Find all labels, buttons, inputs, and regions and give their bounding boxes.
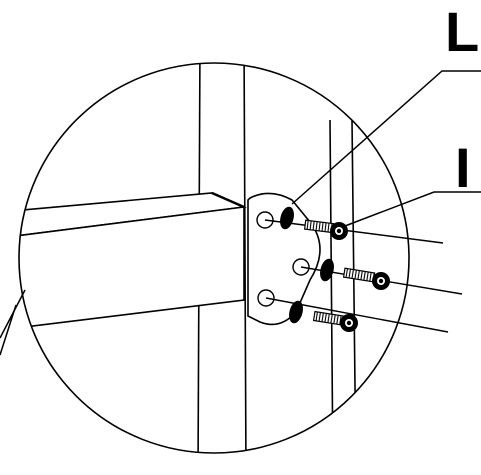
callout-label-I: I — [455, 136, 471, 199]
bolt-top — [303, 219, 348, 240]
washer-middle — [320, 258, 334, 282]
callout-label-L: L — [445, 0, 479, 63]
detail-circle — [18, 62, 410, 454]
bolt-bottom — [312, 310, 358, 332]
detail-circle-outline — [18, 62, 410, 454]
washer-bottom — [289, 300, 303, 324]
callout-leaders — [0, 70, 481, 356]
horizontal-rail — [19, 191, 247, 331]
leader-I — [344, 191, 481, 227]
bolt-middle — [342, 267, 390, 290]
frame-post-right — [329, 119, 357, 453]
washer-top — [280, 206, 294, 230]
leader-L — [291, 70, 481, 205]
washers — [280, 206, 334, 324]
